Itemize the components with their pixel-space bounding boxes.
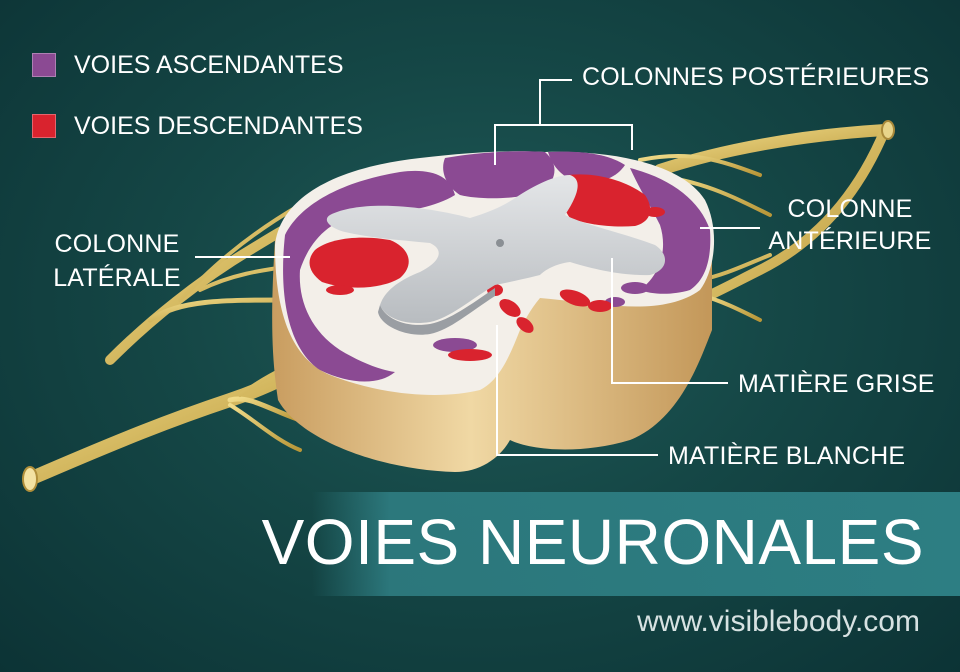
label-grey-matter: MATIÈRE GRISE — [738, 370, 935, 398]
leader-lines — [195, 79, 760, 456]
label-white-matter: MATIÈRE BLANCHE — [668, 442, 906, 470]
legend-item-descending: VOIES DESCENDANTES — [32, 111, 363, 141]
left-nerve-cut-end — [22, 466, 38, 492]
legend-label-ascending: VOIES ASCENDANTES — [74, 50, 344, 79]
label-lateral-line2: LATÉRALE — [53, 264, 181, 292]
label-anterior-line2: ANTÉRIEURE — [768, 227, 932, 255]
legend-item-ascending: VOIES ASCENDANTES — [32, 50, 344, 80]
label-lateral-column: COLONNE LATÉRALE — [40, 230, 194, 292]
ascending-tracts — [283, 151, 711, 382]
label-anterior-line1: COLONNE — [787, 195, 913, 223]
page-title: VOIES NEURONALES — [261, 506, 924, 578]
central-canal — [496, 239, 504, 247]
label-posterior-columns: COLONNES POSTÉRIEURES — [582, 63, 930, 91]
right-nerve-cut-end — [881, 120, 895, 140]
descending-tracts — [309, 174, 665, 361]
label-anterior-column: COLONNE ANTÉRIEURE — [762, 195, 938, 255]
right-nerve-roots — [638, 124, 891, 322]
website-url: www.visiblebody.com — [637, 605, 920, 638]
title-banner — [312, 492, 960, 596]
grey-matter-edge — [378, 288, 495, 335]
legend-swatch-ascending — [32, 53, 56, 77]
legend-swatch-descending — [32, 114, 56, 138]
label-lateral-line1: COLONNE — [54, 230, 180, 258]
grey-matter-shape — [326, 175, 666, 324]
legend-label-descending: VOIES DESCENDANTES — [74, 111, 363, 140]
